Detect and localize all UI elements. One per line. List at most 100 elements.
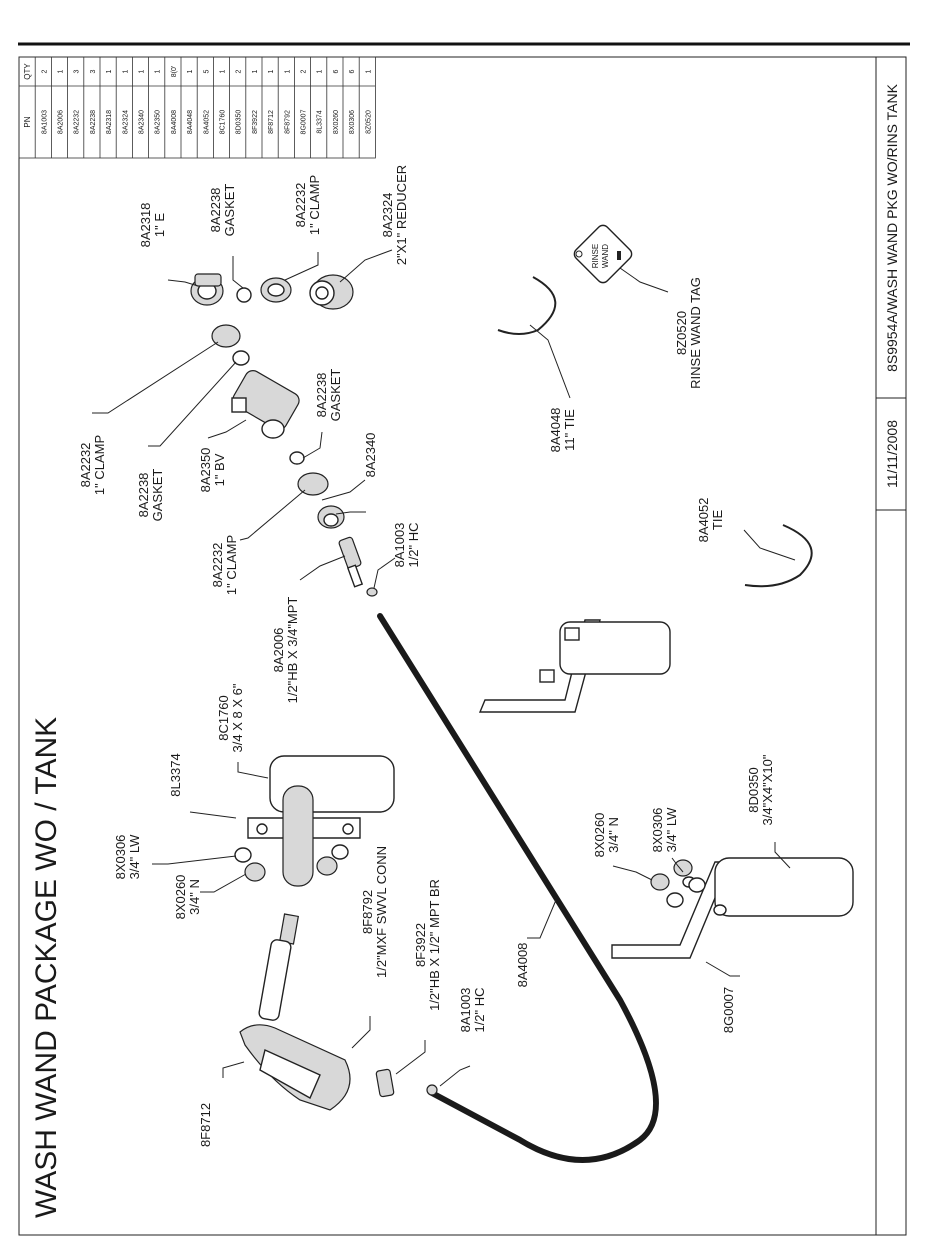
table-cell-pn: 8G0007: [301, 109, 308, 134]
table-header-qty: QTY: [23, 63, 32, 80]
table-cell-qty: 1: [122, 69, 129, 73]
table-cell-pn: 8A4008: [171, 110, 178, 134]
table-cell-pn: 8A4052: [203, 110, 210, 134]
table-cell-pn: 8A2232: [74, 110, 81, 134]
callout-8a2238_left-line-1: 8A2238: [136, 473, 151, 518]
callout-8a2232_top-line-2: 1" CLAMP: [307, 175, 322, 235]
callout-8c1760-line-1: 8C1760: [216, 695, 231, 741]
callout-8a2238_top-line-2: GASKET: [222, 184, 237, 237]
callout-8a2232_left-line-2: 1" CLAMP: [92, 435, 107, 495]
hose-clamp-8A1003-top: [366, 587, 378, 597]
callout-8a4048-line-1: 8A4048: [548, 408, 563, 453]
rinse-wand-tag: RINSE WAND: [573, 224, 633, 284]
callout-8a4052-line-1: 8A4052: [696, 498, 711, 543]
bracket-left: [247, 755, 395, 887]
table-cell-qty: 2: [41, 69, 48, 73]
footer-drawing-number: 8S9954A/WASH WAND PKG WO/RINS TANK: [884, 83, 900, 372]
callout-8x0260_right-line-2: 3/4" N: [606, 817, 621, 853]
table-cell-qty: 6: [349, 69, 356, 73]
table-cell-pn: 8A4048: [187, 110, 194, 134]
callout-8x0260_left-line-2: 3/4" N: [187, 879, 202, 915]
callout-8a2238_left-line-2: GASKET: [150, 469, 165, 522]
callout-8x0260_right-line-1: 8X0260: [592, 813, 607, 858]
table-header-pn: PN: [23, 116, 32, 127]
callout-8d0350-line-2: 3/4"X4"X10": [760, 754, 775, 825]
table-cell-pn: 8A1003: [41, 110, 48, 134]
table-cell-pn: 8A2318: [106, 110, 113, 134]
wand-gun-8F8712: [239, 1024, 351, 1111]
clamp-8A2232-mid: [297, 472, 329, 496]
nut-washer-right: [650, 859, 706, 908]
table-cell-qty: 1: [139, 69, 146, 73]
callout-8z0520-line-2: RINSE WAND TAG: [688, 277, 703, 389]
callout-8c1760-line-2: 3/4 X 8 X 6": [230, 683, 245, 752]
table-cell-pn: 8Z0520: [365, 110, 372, 134]
table-cell-pn: 8A2324: [122, 110, 129, 134]
clamp-8A2232-left: [211, 324, 241, 348]
gasket-8A2238-left: [232, 350, 250, 366]
callout-8a2232_mid-line-1: 8A2232: [210, 543, 225, 588]
table-cell-qty: 3: [74, 69, 81, 73]
table-cell-pn: 8F8712: [268, 110, 275, 134]
adapter-8A2340: [317, 505, 345, 529]
drawing-frame: [18, 56, 907, 1236]
callout-8a4052-line-2: TIE: [710, 510, 725, 531]
svg-text:RINSE: RINSE: [591, 244, 600, 268]
table-cell-pn: 8A2340: [139, 110, 146, 134]
callout-8a2232_left-line-1: 8A2232: [78, 443, 93, 488]
footer-date: 11/11/2008: [884, 420, 900, 488]
callout-8a4008-line-1: 8A4008: [515, 943, 530, 988]
table-cell-qty: 1: [187, 69, 194, 73]
table-cell-pn: 8A2238: [90, 110, 97, 134]
callout-8a2350-line-1: 8A2350: [198, 448, 213, 493]
callout-8a2324-line-2: 2"X1" REDUCER: [394, 165, 409, 265]
parts-table: PN QTY 8A1003 2 8A2006 1 8A2232 3 8A2238 3 8A2318 1…: [18, 56, 376, 159]
elbow-8A2318: [190, 273, 224, 306]
table-cell-qty: 1: [58, 69, 65, 73]
callout-8x0306_right-line-2: 3/4" LW: [664, 807, 679, 853]
callout-8a1003_bot-line-1: 8A1003: [458, 988, 473, 1033]
drawing-title: WASH WAND PACKAGE WO / TANK: [30, 717, 63, 1218]
table-cell-qty: 1: [317, 69, 324, 73]
callout-8a2238_mid-line-2: GASKET: [328, 369, 343, 422]
table-cell-qty: 6: [333, 69, 340, 73]
callout-8a4048-line-2: 11" TIE: [562, 409, 577, 451]
table-cell-qty: 3: [90, 69, 97, 73]
callout-8x0306_left-line-1: 8X0306: [113, 835, 128, 880]
table-cell-qty: 1: [252, 69, 259, 73]
table-cell-qty: 8(0': [171, 66, 178, 77]
table-cell-qty: 5: [203, 69, 210, 73]
leader-lines: [92, 249, 796, 1087]
swivel-connector-8F8792: [258, 913, 300, 1021]
table-cell-qty: 2: [301, 69, 308, 73]
callout-8a1003_bot-line-2: 1/2" HC: [472, 987, 487, 1032]
callout-8a1003_top-line-1: 8A1003: [392, 523, 407, 568]
table-cell-pn: 8D0350: [236, 110, 243, 135]
table-cell-pn: 8X0306: [349, 110, 356, 134]
bracket-upper-right: [478, 619, 671, 713]
table-cell-pn: 8X0260: [333, 110, 340, 134]
svg-text:WAND: WAND: [601, 244, 610, 268]
callout-8a2318-line-2: 1" E: [152, 213, 167, 237]
gasket-8A2238-top: [236, 287, 252, 303]
callout-8a2340-line-1: 8A2340: [363, 433, 378, 478]
table-cell-pn: 8A2006: [58, 110, 65, 134]
table-cell-pn: 8F8792: [284, 110, 291, 134]
callout-8a2232_top-line-1: 8A2232: [293, 183, 308, 228]
table-cell-qty: 1: [365, 69, 372, 73]
table-cell-pn: 8L3374: [317, 110, 324, 133]
callout-8a2318-line-1: 8A2318: [138, 203, 153, 248]
table-cell-qty: 1: [284, 69, 291, 73]
callout-8a2006-line-2: 1/2"HB X 3/4"MPT: [285, 597, 300, 704]
callout-8f3922-line-2: 1/2"HB X 1/2" MPT BR: [427, 879, 442, 1011]
table-cell-qty: 1: [268, 69, 275, 73]
table-cell-qty: 1: [155, 69, 162, 73]
callout-8a2324-line-1: 8A2324: [380, 193, 395, 238]
callout-8f3922-line-1: 8F3922: [413, 923, 428, 967]
callout-8x0260_left-line-1: 8X0260: [173, 875, 188, 920]
callout-8d0350-line-1: 8D0350: [746, 767, 761, 813]
table-cell-qty: 1: [106, 69, 113, 73]
hose-clamp-8A1003-bot: [426, 1084, 438, 1096]
